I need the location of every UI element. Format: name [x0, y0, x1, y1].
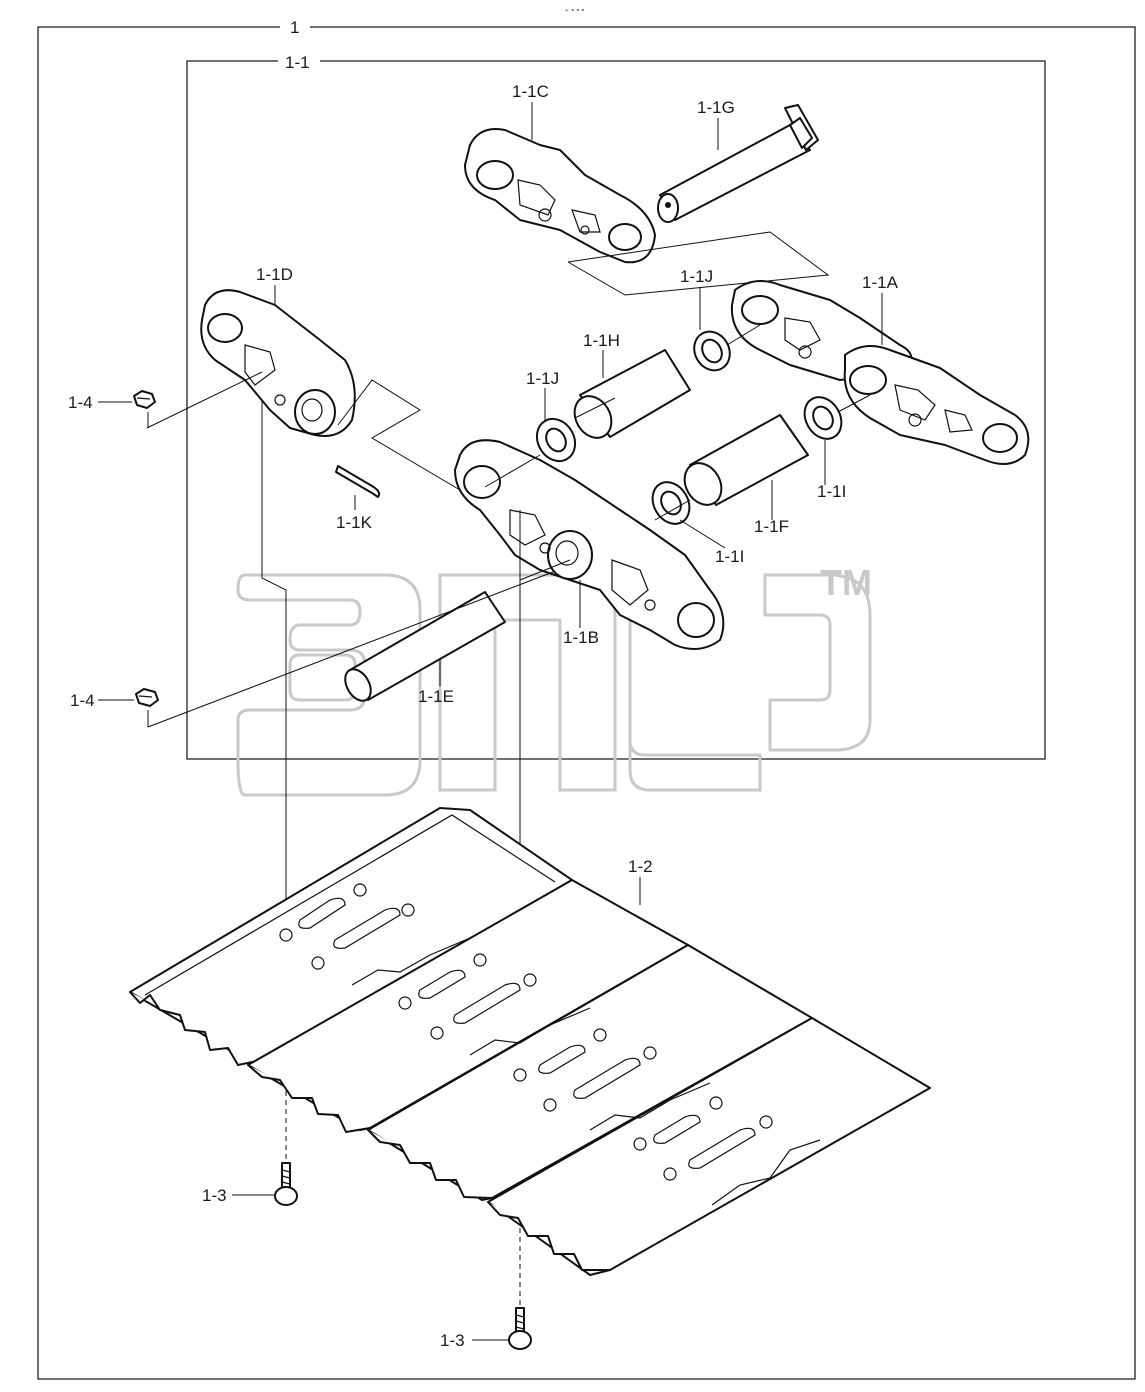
label-1-1A: 1-1A — [862, 273, 899, 292]
bolt-1-3-upper — [274, 1162, 298, 1206]
label-link-assembly: 1-1 — [285, 53, 310, 72]
bolt-1-3-lower — [508, 1307, 532, 1350]
label-1-1J-lower: 1-1J — [526, 369, 559, 388]
label-1-1E: 1-1E — [418, 687, 454, 706]
link-1-1C — [464, 128, 656, 264]
seal-1-1I-right — [803, 396, 843, 440]
label-1-1D: 1-1D — [256, 265, 293, 284]
nut-1-4-upper — [133, 390, 156, 409]
pin-1-1G — [657, 104, 819, 223]
label-1-1J-upper: 1-1J — [680, 267, 713, 286]
label-1-4-lower: 1-4 — [70, 691, 95, 710]
nut-1-4-lower — [135, 688, 159, 707]
seal-1-1J-lower — [535, 417, 577, 463]
label-1-1K: 1-1K — [336, 513, 373, 532]
label-1-1H: 1-1H — [583, 331, 620, 350]
bushing-1-1H — [573, 349, 691, 439]
label-1-1B: 1-1B — [563, 628, 599, 647]
seal-1-1I-left — [651, 481, 691, 525]
label-1-1I-left: 1-1I — [715, 547, 744, 566]
label-1-3-upper: 1-3 — [202, 1186, 227, 1205]
pin-1-1K — [335, 465, 381, 498]
link-1-1B — [454, 439, 725, 650]
header-mark: ⌁ ⚬⚬⚬ — [565, 8, 585, 14]
label-assembly: 1 — [290, 18, 299, 37]
watermark-tm: TM — [820, 562, 872, 603]
label-1-1F: 1-1F — [754, 517, 789, 536]
label-1-1I-right: 1-1I — [817, 482, 846, 501]
label-1-3-lower: 1-3 — [440, 1331, 465, 1350]
pin-1-1E — [344, 591, 506, 702]
link-1-1A — [730, 280, 1030, 465]
label-1-4-upper: 1-4 — [68, 393, 93, 412]
seal-1-1J-upper — [693, 330, 731, 372]
watermark-logo: TM — [236, 562, 872, 797]
label-1-1C: 1-1C — [512, 82, 549, 101]
outer-frame — [37, 26, 1136, 1380]
link-1-1D — [200, 289, 356, 437]
label-1-1G: 1-1G — [697, 98, 735, 117]
bushing-1-1F — [683, 414, 809, 506]
label-1-2: 1-2 — [628, 857, 653, 876]
track-shoes-1-2 — [129, 807, 931, 1276]
